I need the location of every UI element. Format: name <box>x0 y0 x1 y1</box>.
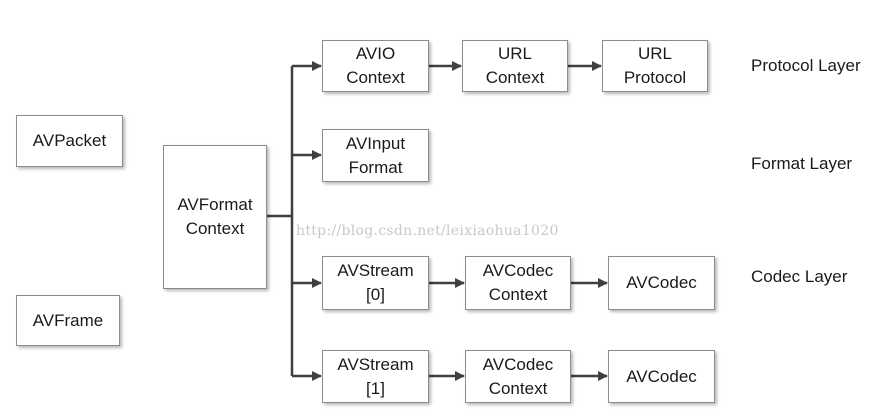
avio-label-line2: Context <box>346 68 405 87</box>
avcodec-context0-label-line1: AVCodec <box>482 261 554 280</box>
avcodec-context1-box: AVCodec Context <box>465 350 571 403</box>
url-context-label-line2: Context <box>485 68 545 87</box>
avpacket-label: AVPacket <box>32 131 107 150</box>
url-protocol-box: URL Protocol <box>602 40 708 92</box>
avformat-context-box: AVFormat Context <box>163 145 267 289</box>
avcodec-context1-label-line1: AVCodec <box>482 354 554 374</box>
avcodec-context1-label-line2: Context <box>488 378 548 398</box>
avpacket-box: AVPacket <box>16 115 123 167</box>
avinput-format-box: AVInput Format <box>322 129 429 182</box>
avstream0-label-line2: [0] <box>366 285 385 304</box>
url-protocol-label-line2: Protocol <box>623 68 687 87</box>
format-layer-label: Format Layer <box>751 154 853 173</box>
avio-context-box: AVIO Context <box>322 40 429 92</box>
url-context-label-line1: URL <box>497 44 532 63</box>
avformat-label-line2: Context <box>185 219 245 238</box>
avcodec1-label: AVCodec <box>626 366 697 386</box>
url-protocol-label-line1: URL <box>637 44 672 63</box>
avstream0-box: AVStream [0] <box>322 256 429 310</box>
avstream1-label-line1: AVStream <box>337 354 414 374</box>
watermark: http://blog.csdn.net/leixiaohua1020 <box>296 223 559 239</box>
avinput-label-line2: Format <box>348 157 403 177</box>
avcodec1-box: AVCodec <box>608 350 715 403</box>
avstream0-label-line1: AVStream <box>337 261 414 280</box>
avstream1-box: AVStream [1] <box>322 350 429 403</box>
avcodec-context0-box: AVCodec Context <box>465 256 571 310</box>
codec-layer-label: Codec Layer <box>751 267 848 286</box>
avframe-box: AVFrame <box>16 295 120 346</box>
avstream1-label-line2: [1] <box>366 378 385 398</box>
avcodec-context0-label-line2: Context <box>488 285 548 304</box>
avcodec0-label: AVCodec <box>626 273 697 292</box>
avio-label-line1: AVIO <box>355 44 396 63</box>
url-context-box: URL Context <box>462 40 568 92</box>
avcodec0-box: AVCodec <box>608 256 715 310</box>
protocol-layer-label: Protocol Layer <box>751 56 861 75</box>
avframe-label: AVFrame <box>32 310 104 330</box>
avinput-label-line1: AVInput <box>345 133 406 153</box>
avformat-label-line1: AVFormat <box>177 195 253 214</box>
